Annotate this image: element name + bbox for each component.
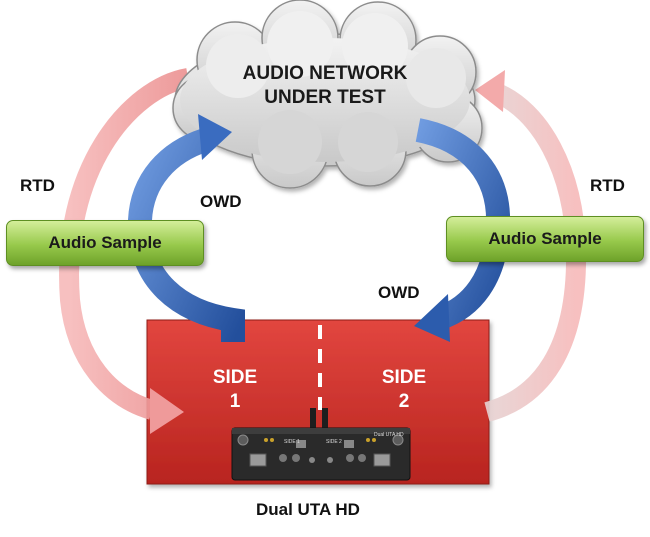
- rtd-right-arrowhead: [475, 70, 505, 112]
- rtd-left-label: RTD: [20, 176, 55, 195]
- side-1-title: SIDE: [212, 367, 258, 388]
- side-1-label: SIDE 1: [195, 366, 275, 414]
- owd-bottom-label: OWD: [378, 283, 420, 302]
- network-cloud: [172, 0, 483, 189]
- audio-sample-right: Audio Sample: [446, 216, 644, 262]
- panel-side1-label: SIDE 1: [284, 439, 300, 445]
- rtd-left-arrowhead: [150, 388, 184, 434]
- owd-top-label: OWD: [200, 192, 242, 211]
- owd-left-arrowhead: [198, 114, 232, 160]
- side-2-title: SIDE: [381, 367, 427, 388]
- audio-sample-left: Audio Sample: [6, 220, 204, 266]
- panel-brand-label: Dual UTA HD: [374, 432, 404, 438]
- rtd-left-arrow-body: [59, 68, 191, 420]
- side-1-number: 1: [229, 391, 241, 412]
- owd-right-arrowhead: [414, 294, 450, 342]
- panel-side2-label: SIDE 2: [326, 439, 342, 445]
- cloud-title-line1: AUDIO NETWORK: [242, 63, 408, 84]
- side-2-label: SIDE 2: [364, 366, 444, 414]
- rtd-right-label: RTD: [590, 176, 625, 195]
- cloud-title-line2: UNDER TEST: [264, 87, 386, 108]
- device-caption: Dual UTA HD: [256, 500, 360, 519]
- cloud-title: AUDIO NETWORK UNDER TEST: [200, 62, 450, 110]
- dual-uta-hd-device: SIDE 1 SIDE 2 Dual UTA HD: [231, 408, 411, 481]
- side-2-number: 2: [398, 391, 410, 412]
